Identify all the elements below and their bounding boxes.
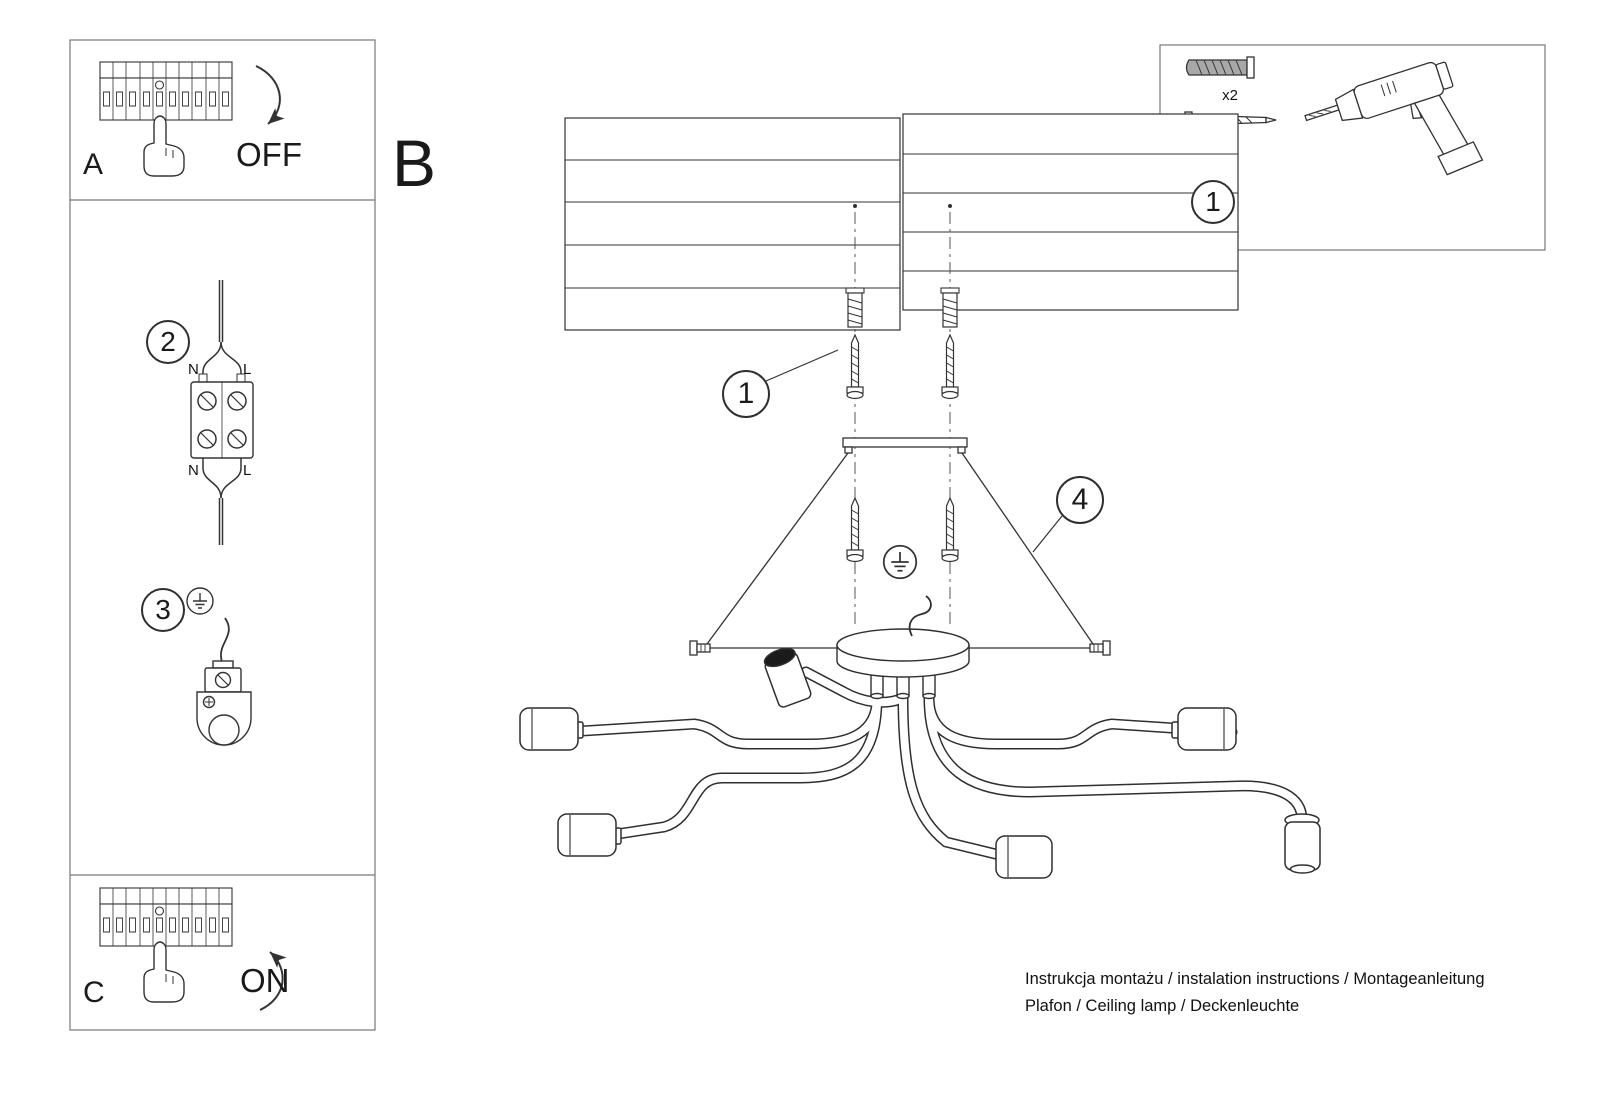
ground-symbol-icon <box>882 544 918 580</box>
step-4-badge: 4 <box>1056 476 1104 524</box>
side-screw-right-icon <box>1089 640 1111 656</box>
step-3-badge: 3 <box>141 588 185 632</box>
socket-center-tilted <box>763 647 812 708</box>
breaker-panel-illustration <box>99 61 233 121</box>
socket-upper-left <box>519 707 579 751</box>
breaker-panel-illustration <box>99 887 233 947</box>
side-screw-left-icon <box>689 640 711 656</box>
panel-c-illustration <box>99 887 287 1011</box>
kit-quantity-label: x2 <box>1222 87 1238 104</box>
pointing-hand-icon <box>143 115 185 177</box>
wire-n-top-label: N <box>188 361 199 378</box>
off-label: OFF <box>236 136 302 173</box>
left-column-border <box>69 39 376 1031</box>
footer-line-1: Instrukcja montażu / instalation instruc… <box>1025 970 1485 988</box>
socket-upper-right <box>1177 707 1237 751</box>
switch-off-arrow-icon <box>255 65 285 125</box>
on-label: ON <box>240 962 290 999</box>
lamp-arms-illustration <box>560 666 1308 864</box>
wire-l-bottom-label: L <box>243 462 252 479</box>
switch-on-arrow-icon <box>259 951 287 1011</box>
bracket-illustration <box>689 437 1111 656</box>
step1-leader-line <box>765 349 839 382</box>
footer-text: Instrukcja montażu / instalation instruc… <box>1025 966 1505 1020</box>
socket-lower-left <box>557 813 617 857</box>
socket-far-right <box>1284 813 1321 874</box>
step2-wiring-illustration <box>190 280 254 545</box>
ceiling-planks-illustration <box>564 113 1239 331</box>
section-b-label: B <box>392 126 437 200</box>
kit-step-badge: 1 <box>1191 180 1235 224</box>
socket-bottom <box>995 835 1053 879</box>
step-2-badge: 2 <box>146 320 190 364</box>
ground-wire-icon <box>908 595 932 637</box>
panel-c-label: C <box>83 976 105 1009</box>
step3-grounding-illustration <box>186 587 252 746</box>
canopy-illustration <box>836 595 970 700</box>
footer-line-2: Plafon / Ceiling lamp / Deckenleuchte <box>1025 997 1300 1015</box>
wire-l-top-label: L <box>243 361 252 378</box>
step4-leader-line <box>1032 515 1063 553</box>
panel-a-illustration <box>99 61 285 177</box>
ground-symbol-icon <box>186 587 214 615</box>
lamp-sockets-illustration <box>519 647 1321 879</box>
wire-n-bottom-label: N <box>188 462 199 479</box>
drill-icon <box>1304 61 1484 176</box>
wall-plug-icon <box>1185 56 1255 79</box>
alignment-dash-lines <box>854 212 951 628</box>
pointing-hand-icon <box>143 941 185 1003</box>
panel-a-label: A <box>83 148 104 181</box>
step-1-badge: 1 <box>722 370 770 418</box>
